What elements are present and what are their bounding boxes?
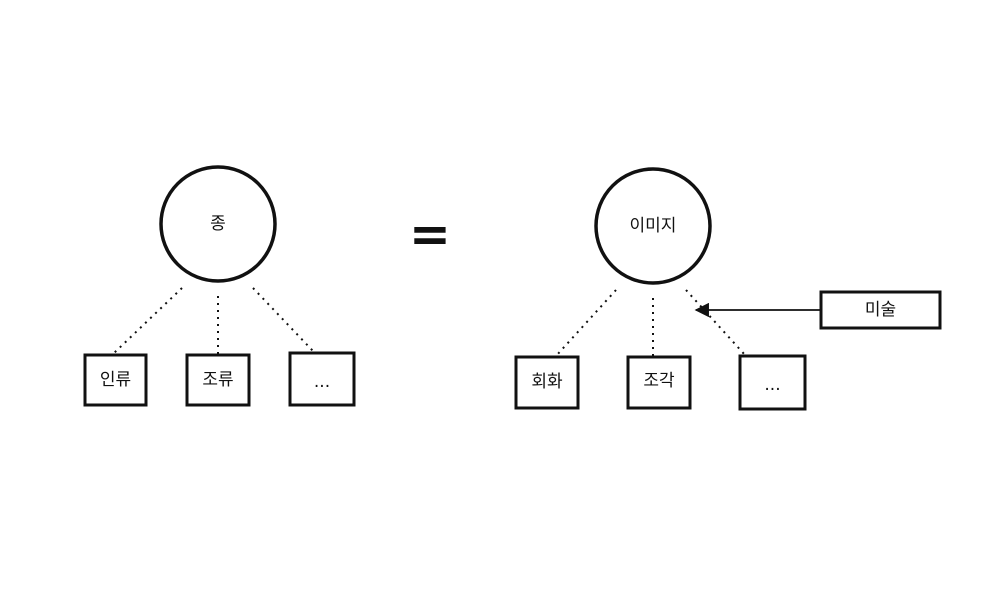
left-child-node: ...: [288, 351, 356, 407]
external-node-group: 미술: [694, 290, 942, 330]
right-tree: 이미지 회화 조각 ...: [514, 167, 807, 411]
left-connector-1: [112, 287, 183, 355]
left-child-node: 인류: [83, 353, 148, 407]
right-connector-3: [685, 289, 746, 356]
right-connector-1: [555, 289, 617, 357]
external-node-label: 미술: [865, 300, 896, 320]
right-child-label: ...: [764, 375, 780, 395]
right-child-node: ...: [738, 354, 807, 411]
right-child-label: 회화: [531, 372, 563, 392]
left-child-label: 조류: [202, 370, 233, 390]
left-child-label: ...: [314, 372, 330, 392]
left-tree: 종 인류 조류 ...: [83, 165, 356, 407]
right-child-node: 회화: [514, 355, 580, 410]
left-child-label: 인류: [100, 370, 131, 390]
equals-sign: =: [409, 205, 451, 263]
left-connector-3: [252, 287, 314, 352]
right-child-node: 조각: [626, 355, 692, 410]
right-root-node: 이미지: [594, 167, 712, 285]
left-root-node: 종: [159, 165, 277, 283]
left-root-label: 종: [210, 214, 226, 234]
left-child-node: 조류: [185, 353, 251, 407]
right-root-label: 이미지: [630, 216, 677, 236]
external-node: 미술: [819, 290, 942, 330]
right-child-label: 조각: [643, 371, 675, 391]
